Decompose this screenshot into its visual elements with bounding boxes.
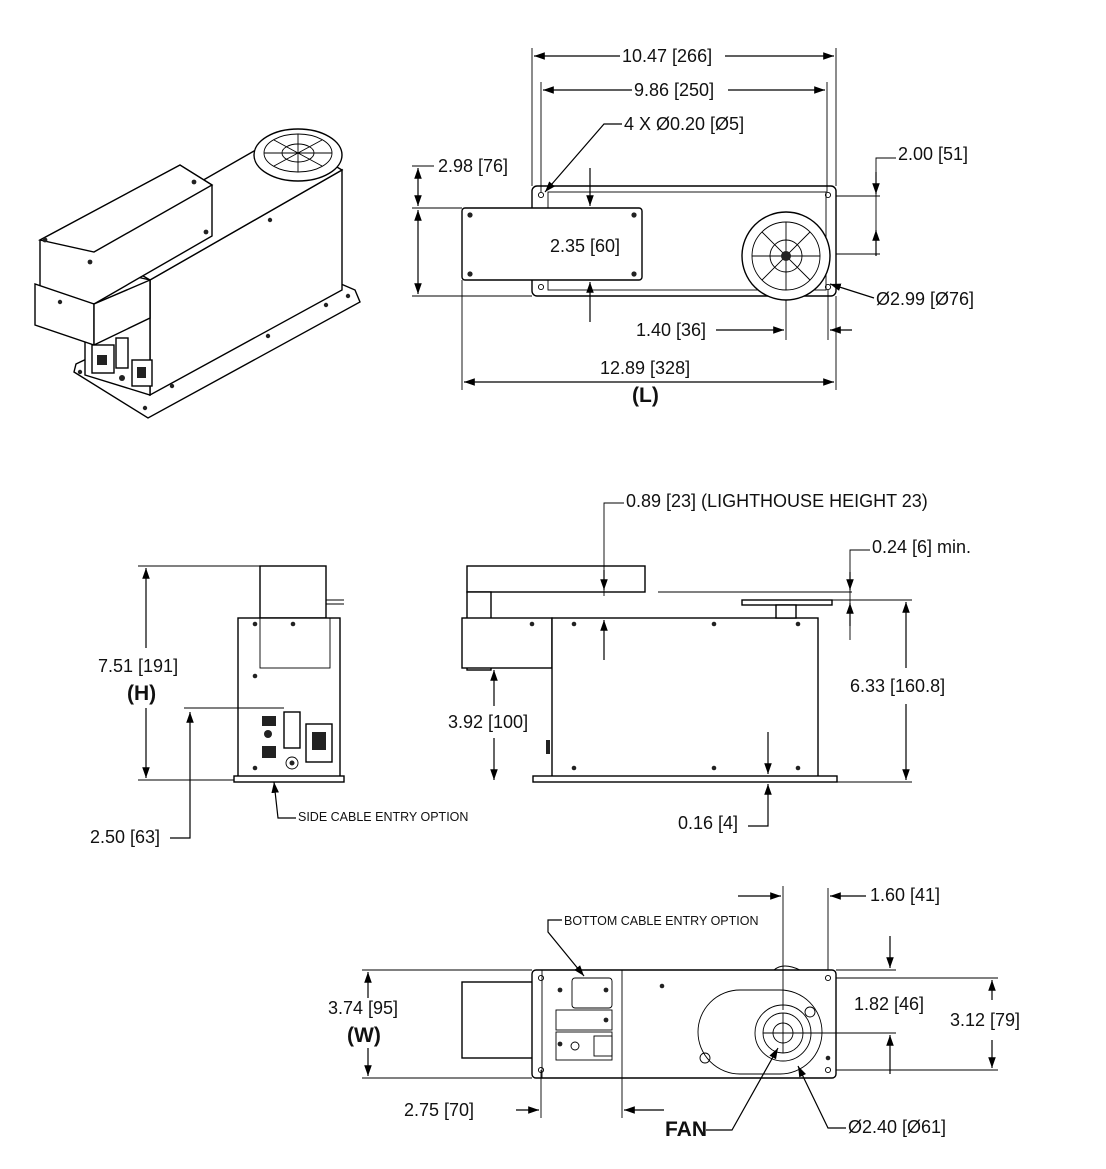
dim-plate-width: 3.12 [79] — [950, 1010, 1020, 1030]
label-width: (W) — [347, 1024, 381, 1047]
dim-body-height: 6.33 [160.8] — [850, 676, 945, 696]
dim-fan-diameter: Ø2.40 [Ø61] — [848, 1117, 946, 1137]
label-height: (H) — [127, 682, 156, 705]
dim-overall-width-inner: 9.86 [250] — [634, 80, 714, 100]
dim-mount-holes: 4 X Ø0.20 [Ø5] — [624, 114, 744, 134]
dim-connector-height: 2.50 [63] — [90, 827, 160, 847]
dim-overall-width-outer: 10.47 [266] — [622, 46, 712, 66]
label-length: (L) — [632, 384, 659, 407]
note-side-cable-entry: SIDE CABLE ENTRY OPTION — [298, 810, 468, 824]
bottom-view: 1.60 [41] BOTTOM CABLE ENTRY OPTION 3.74… — [328, 885, 1020, 1141]
note-bottom-cable-entry: BOTTOM CABLE ENTRY OPTION — [564, 914, 758, 928]
dim-fan-center-height: 1.82 [46] — [854, 994, 924, 1014]
dim-arm-height: 3.92 [100] — [448, 712, 528, 732]
dim-cover-offset: 2.98 [76] — [438, 156, 508, 176]
dim-overall-length: 12.89 [328] — [600, 358, 690, 378]
side-view: 0.89 [23] (LIGHTHOUSE HEIGHT 23) 0.24 [6… — [448, 491, 971, 833]
label-fan: FAN — [665, 1118, 707, 1141]
dim-wheel-diameter: Ø2.99 [Ø76] — [876, 289, 974, 309]
top-view: 10.47 [266] 9.86 [250] 4 X Ø0.20 [Ø5] 2.… — [412, 46, 974, 407]
dim-wheel-center-offset: 1.40 [36] — [636, 320, 706, 340]
dim-overall-height: 7.51 [191] — [98, 656, 178, 676]
dim-edge-to-center: 2.00 [51] — [898, 144, 968, 164]
dim-cable-offset: 2.75 [70] — [404, 1100, 474, 1120]
dim-overall-width: 3.74 [95] — [328, 998, 398, 1018]
dim-fan-edge-offset: 1.60 [41] — [870, 885, 940, 905]
end-view: 7.51 [191] (H) 2.50 [63] SIDE CABLE ENTR… — [90, 565, 468, 847]
dim-base-thickness: 0.16 [4] — [678, 813, 738, 833]
dim-cover-height: 2.35 [60] — [550, 236, 620, 256]
dim-clearance: 0.24 [6] min. — [872, 537, 971, 557]
isometric-view — [34, 128, 361, 419]
dim-lighthouse-height: 0.89 [23] (LIGHTHOUSE HEIGHT 23) — [626, 491, 928, 511]
